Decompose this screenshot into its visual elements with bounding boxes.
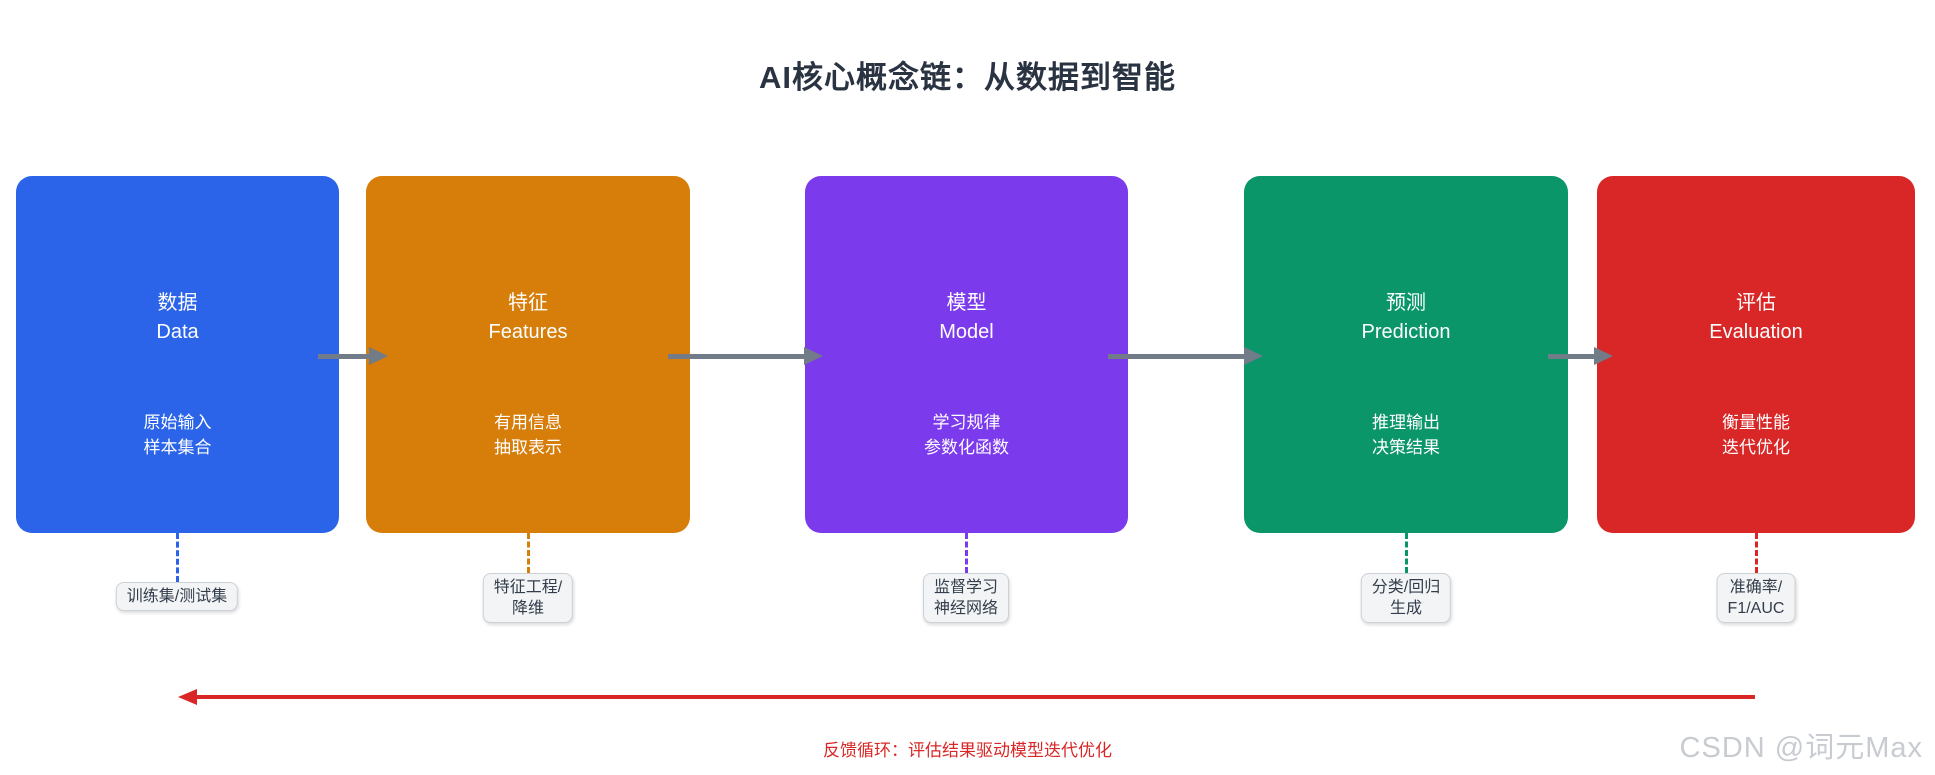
dashed-connector xyxy=(965,533,968,573)
stage-heading: 预测 Prediction xyxy=(1244,289,1568,347)
chip-line: 神经网络 xyxy=(933,600,999,617)
stage-box-prediction: 预测 Prediction 推理输出 决策结果 xyxy=(1244,176,1568,533)
stage-heading: 模型 Model xyxy=(805,289,1128,347)
stage-desc-line: 有用信息 xyxy=(494,413,562,432)
flow-arrow-head-icon xyxy=(1244,347,1263,365)
stage-desc-line: 决策结果 xyxy=(1372,438,1440,457)
stage-title-zh: 模型 xyxy=(946,292,987,314)
flow-arrow-line xyxy=(668,354,805,359)
stage-title-en: Data xyxy=(156,321,199,343)
chip-line: 特征工程/ xyxy=(493,579,563,596)
feedback-arrow-line xyxy=(196,695,1755,699)
chip-line: F1/AUC xyxy=(1727,600,1785,617)
stage-keywords-chip: 监督学习 神经网络 xyxy=(922,573,1010,623)
stage-desc-line: 学习规律 xyxy=(932,413,1001,432)
flow-arrow-line xyxy=(318,354,370,359)
chip-line: 生成 xyxy=(1389,600,1423,617)
dashed-connector xyxy=(1755,533,1758,573)
stage-desc-line: 迭代优化 xyxy=(1722,438,1790,457)
stage-desc-line: 抽取表示 xyxy=(494,438,562,457)
stage-title-zh: 预测 xyxy=(1386,292,1426,314)
stage-keywords-chip: 准确率/ F1/AUC xyxy=(1716,573,1796,623)
stage-box-data: 数据 Data 原始输入 样本集合 xyxy=(16,176,339,533)
chip-line: 降维 xyxy=(511,600,545,617)
flow-arrow-head-icon xyxy=(804,347,823,365)
page-title: AI核心概念链：从数据到智能 xyxy=(759,60,1176,95)
feedback-label: 反馈循环：评估结果驱动模型迭代优化 xyxy=(823,741,1112,760)
chip-line: 准确率/ xyxy=(1729,579,1783,596)
stage-title-en: Prediction xyxy=(1361,321,1451,343)
stage-box-features: 特征 Features 有用信息 抽取表示 xyxy=(366,176,690,533)
stage-desc-line: 推理输出 xyxy=(1372,413,1440,432)
stage-keywords-chip: 分类/回归 生成 xyxy=(1360,573,1452,623)
stage-box-evaluation: 评估 Evaluation 衡量性能 迭代优化 xyxy=(1597,176,1915,533)
stage-title-en: Model xyxy=(939,321,994,343)
chip-line: 分类/回归 xyxy=(1371,579,1441,596)
stage-description: 推理输出 决策结果 xyxy=(1244,410,1568,460)
stage-desc-line: 衡量性能 xyxy=(1722,413,1790,432)
stage-heading: 特征 Features xyxy=(366,289,690,347)
flow-arrow-head-icon xyxy=(369,347,388,365)
stage-description: 衡量性能 迭代优化 xyxy=(1597,410,1915,460)
watermark: CSDN @词元Max xyxy=(1679,732,1923,764)
stage-title-en: Features xyxy=(488,321,568,343)
stage-title-zh: 特征 xyxy=(508,292,548,314)
stage-box-model: 模型 Model 学习规律 参数化函数 xyxy=(805,176,1128,533)
stage-title-en: Evaluation xyxy=(1709,321,1803,343)
chip-line: 监督学习 xyxy=(933,579,999,596)
stage-desc-line: 原始输入 xyxy=(143,413,212,432)
stage-keywords-chip: 训练集/测试集 xyxy=(115,582,239,611)
dashed-connector xyxy=(527,533,530,573)
stage-heading: 数据 Data xyxy=(16,289,339,347)
stage-heading: 评估 Evaluation xyxy=(1597,289,1915,347)
stage-desc-line: 参数化函数 xyxy=(924,438,1009,457)
dashed-connector xyxy=(176,533,179,582)
chip-line: 训练集/测试集 xyxy=(126,588,228,605)
flow-arrow-line xyxy=(1108,354,1245,359)
stage-description: 学习规律 参数化函数 xyxy=(805,410,1128,460)
flow-arrow-head-icon xyxy=(1594,347,1613,365)
stage-keywords-chip: 特征工程/ 降维 xyxy=(482,573,574,623)
stage-title-zh: 评估 xyxy=(1736,292,1776,314)
dashed-connector xyxy=(1405,533,1408,573)
stage-title-zh: 数据 xyxy=(157,292,198,314)
stage-desc-line: 样本集合 xyxy=(143,438,212,457)
stage-description: 有用信息 抽取表示 xyxy=(366,410,690,460)
feedback-arrow-head-icon xyxy=(178,689,197,705)
stage-description: 原始输入 样本集合 xyxy=(16,410,339,460)
flow-arrow-line xyxy=(1548,354,1595,359)
